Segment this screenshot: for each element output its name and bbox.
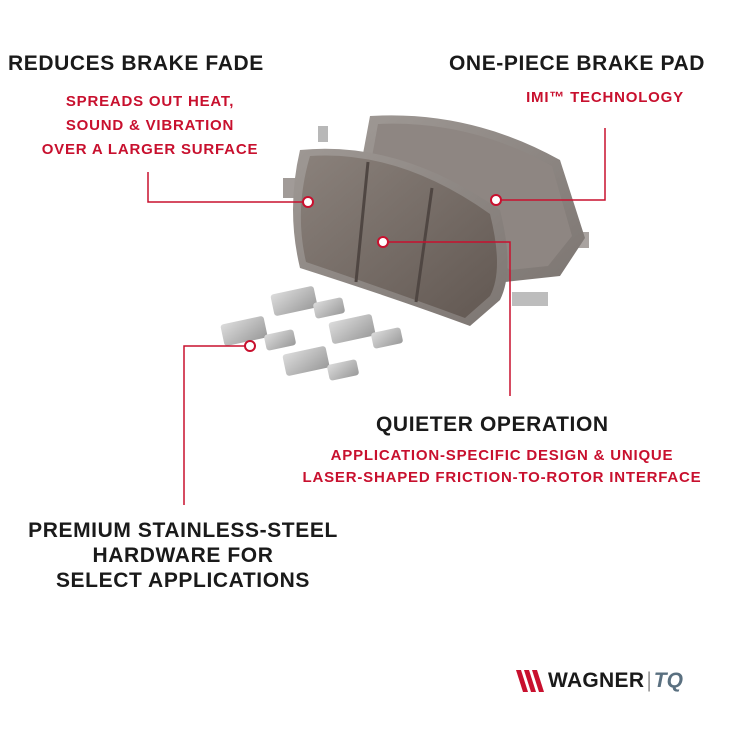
- callout-line-brake-fade: [147, 172, 308, 203]
- feature-title-hardware-line: SELECT APPLICATIONS: [55, 569, 311, 592]
- front-brake-pad: [283, 148, 548, 326]
- feature-title-quieter: QUIETER OPERATION: [376, 413, 609, 436]
- callout-line-hardware: [183, 345, 250, 505]
- feature-line: LASER-SHAPED FRICTION-TO-ROTOR INTERFACE: [302, 469, 702, 486]
- callout-lines: [147, 128, 606, 505]
- callout-markers: [244, 194, 502, 352]
- callout-line-quieter: [383, 241, 511, 396]
- feature-title-one-piece: ONE-PIECE BRAKE PAD: [449, 52, 706, 75]
- logo-separator: |: [646, 669, 652, 692]
- feature-title-brake-fade: REDUCES BRAKE FADE: [8, 52, 264, 75]
- marker-hardware: [244, 340, 256, 352]
- feature-title-hardware: PREMIUM STAINLESS-STEEL: [28, 519, 338, 542]
- marker-quieter: [377, 236, 389, 248]
- feature-line: OVER A LARGER SURFACE: [41, 141, 259, 158]
- feature-line: IMI™ TECHNOLOGY: [526, 89, 684, 106]
- marker-brake-fade: [302, 196, 314, 208]
- marker-one-piece: [490, 194, 502, 206]
- callout-line-one-piece: [496, 128, 606, 201]
- feature-title-hardware-line: HARDWARE FOR: [92, 544, 274, 567]
- hardware-clips: [220, 286, 403, 381]
- feature-line: SPREADS OUT HEAT,: [65, 93, 235, 110]
- wagner-tq-logo: WAGNER|TQ: [514, 666, 744, 696]
- logo-brand: WAGNER: [548, 669, 645, 692]
- feature-line: SOUND & VIBRATION: [65, 117, 235, 134]
- feature-line: APPLICATION-SPECIFIC DESIGN & UNIQUE: [330, 447, 674, 464]
- wagner-stripes-icon: [516, 670, 544, 692]
- logo-sub: TQ: [653, 669, 683, 692]
